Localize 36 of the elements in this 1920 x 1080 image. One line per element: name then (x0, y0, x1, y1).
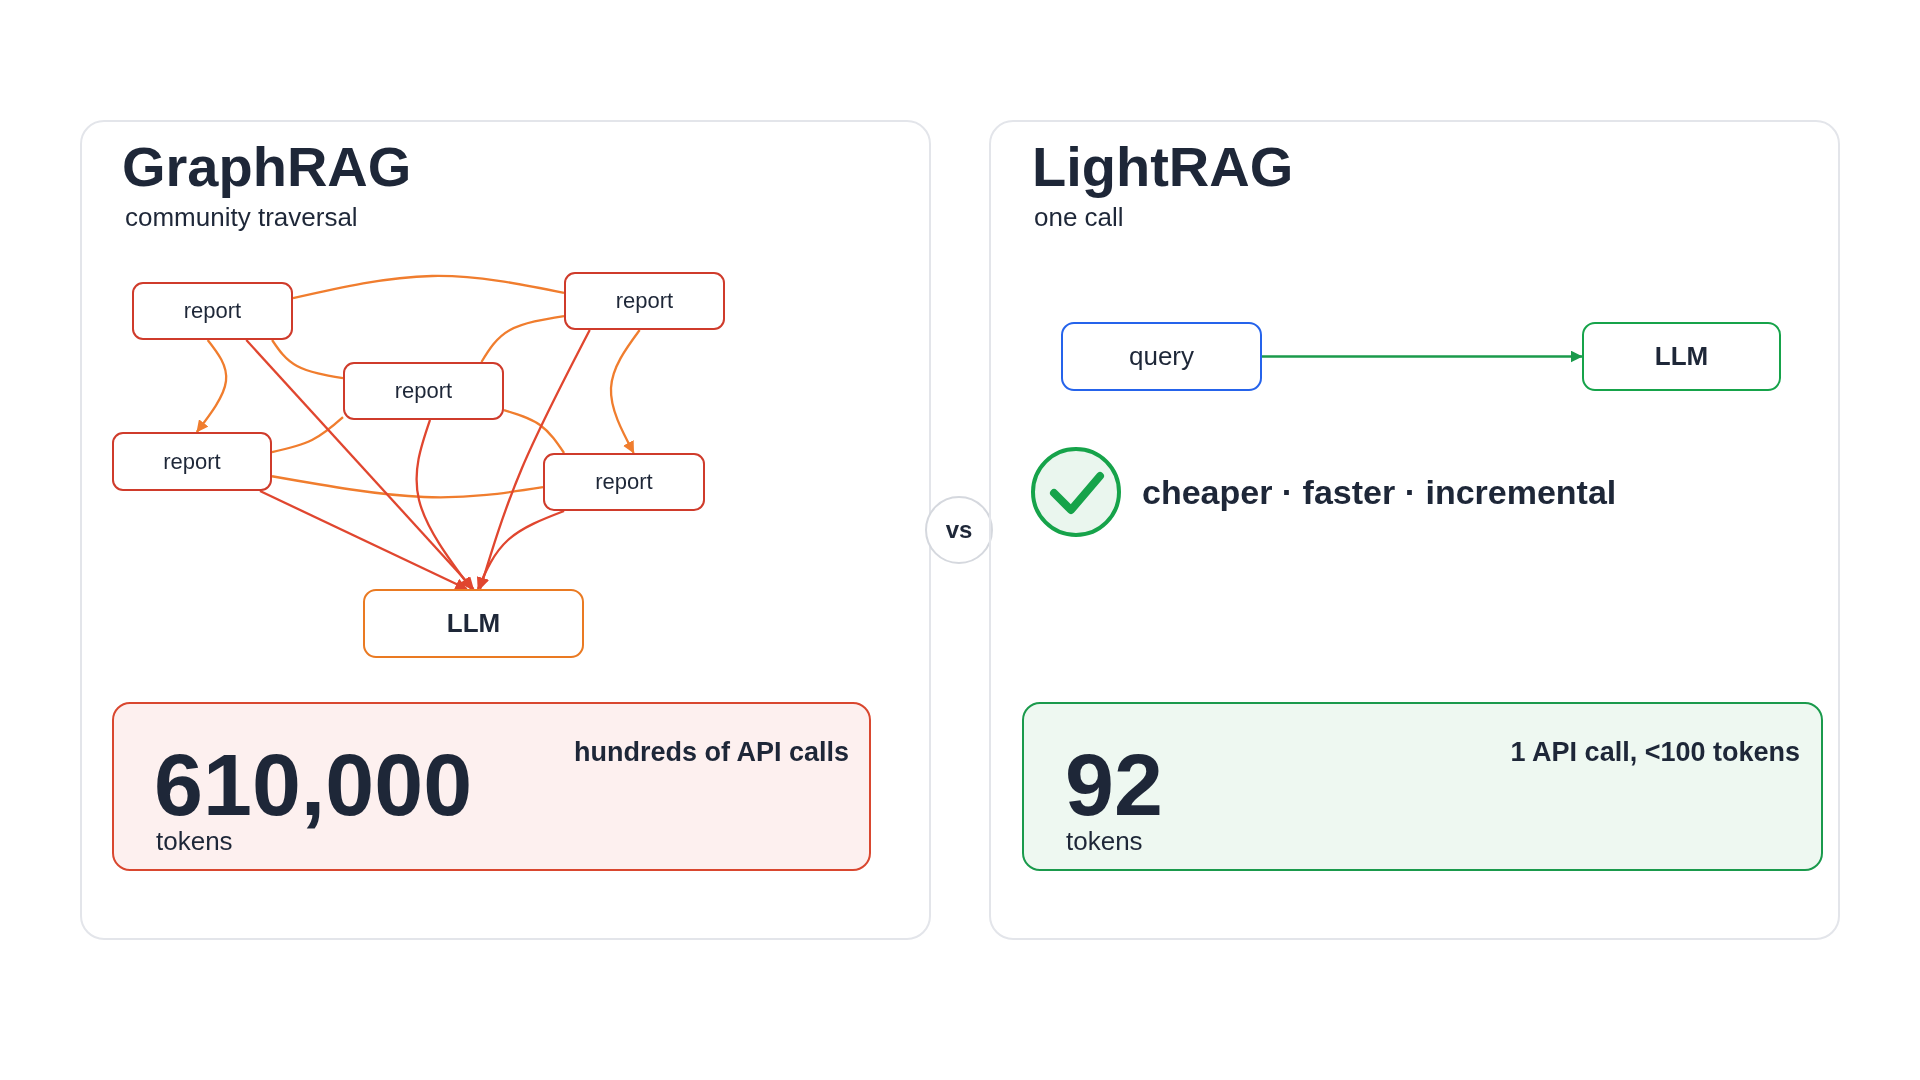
connector-line (480, 314, 565, 363)
arrow (259, 489, 468, 591)
arrow (195, 339, 228, 433)
connector-line (271, 339, 344, 380)
arrow (415, 419, 473, 590)
report-box: report (564, 272, 725, 330)
query-box: query (1061, 322, 1262, 391)
vs-circle: vs (925, 496, 993, 564)
token-count: 92 (1065, 741, 1163, 829)
panel-subtitle: community traversal (125, 204, 358, 230)
connector-line (271, 416, 344, 454)
calls-note: hundreds of API calls (573, 736, 849, 769)
panel-subtitle: one call (1034, 204, 1124, 230)
arrow (1262, 350, 1583, 363)
benefits-text: cheaper · faster · incremental (1142, 472, 1617, 513)
connector-line (271, 475, 544, 499)
arrow (609, 329, 641, 454)
arrow (477, 329, 591, 590)
stats-card (112, 702, 871, 871)
comparison-panel (80, 120, 931, 940)
stats-card (1022, 702, 1823, 871)
unit-label: tokens (156, 826, 233, 858)
calls-note: 1 API call, <100 tokens (1510, 736, 1800, 769)
llm-box: LLM (1582, 322, 1781, 391)
connector-line (292, 274, 565, 300)
unit-label: tokens (1066, 826, 1143, 858)
arrow (245, 339, 475, 590)
token-count: 610,000 (154, 741, 473, 829)
report-box: report (543, 453, 705, 511)
arrow (476, 509, 565, 590)
connector-line (503, 409, 565, 454)
report-box: report (343, 362, 504, 420)
report-box: report (132, 282, 293, 340)
llm-box: LLM (363, 589, 584, 658)
report-box: report (112, 432, 272, 491)
comparison-panel (989, 120, 1840, 940)
